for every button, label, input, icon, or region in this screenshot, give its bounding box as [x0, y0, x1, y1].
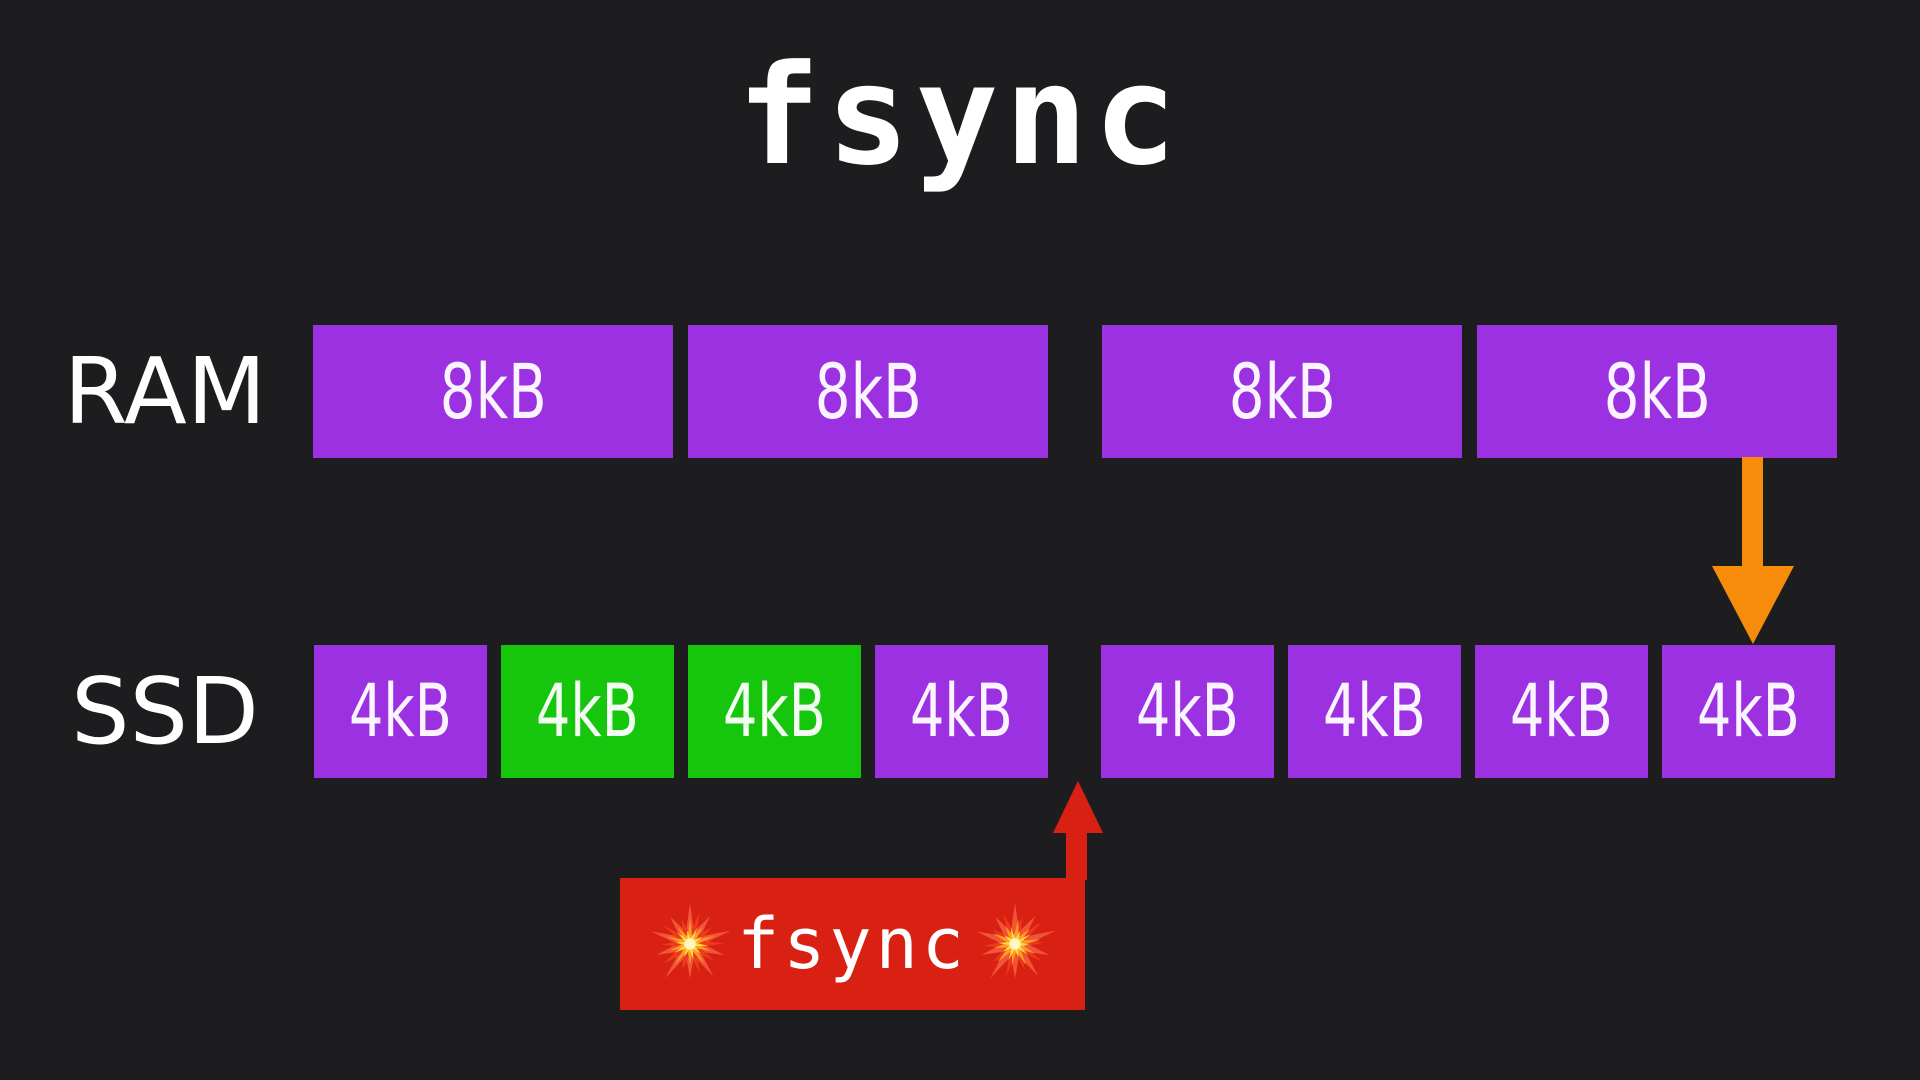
- ram-block-3-label: 8kB: [1228, 347, 1336, 436]
- fsync-callout-label: fsync: [737, 903, 968, 985]
- ssd-blocks: 4kB 4kB 4kB 4kB 4kB 4kB 4kB 4kB: [314, 645, 1835, 778]
- ssd-block-1: 4kB: [314, 645, 487, 778]
- ssd-block-5: 4kB: [1101, 645, 1274, 778]
- explosion-icon: [651, 902, 732, 979]
- ssd-block-1-label: 4kB: [349, 669, 452, 754]
- ssd-block-3-label: 4kB: [723, 669, 826, 754]
- ssd-block-6-label: 4kB: [1323, 669, 1426, 754]
- ram-row: RAM 8kB 8kB 8kB 8kB: [0, 325, 1920, 458]
- ram-block-4: 8kB: [1477, 325, 1837, 458]
- ram-block-4-label: 8kB: [1603, 347, 1711, 436]
- write-back-arrow-shaft: [1742, 457, 1763, 572]
- fsync-arrow-shaft: [1066, 830, 1087, 880]
- ssd-block-2: 4kB: [501, 645, 674, 778]
- page-title: fsync: [737, 34, 1183, 196]
- ssd-block-7-label: 4kB: [1510, 669, 1613, 754]
- ram-block-1: 8kB: [313, 325, 673, 458]
- fsync-callout-box: fsync: [620, 878, 1085, 1010]
- write-back-arrow-head: [1712, 566, 1794, 644]
- explosion-icon: [976, 902, 1056, 979]
- ram-block-2-label: 8kB: [814, 347, 922, 436]
- ssd-row-label: SSD: [71, 658, 259, 765]
- ssd-block-4: 4kB: [875, 645, 1048, 778]
- ram-block-2: 8kB: [688, 325, 1048, 458]
- fsync-arrow-head: [1053, 781, 1103, 833]
- ssd-block-6: 4kB: [1288, 645, 1461, 778]
- ram-block-3: 8kB: [1102, 325, 1462, 458]
- ssd-block-3: 4kB: [688, 645, 861, 778]
- ssd-block-7: 4kB: [1475, 645, 1648, 778]
- ssd-block-8: 4kB: [1662, 645, 1835, 778]
- ram-row-label: RAM: [63, 338, 267, 445]
- ram-block-1-label: 8kB: [439, 347, 547, 436]
- ssd-block-8-label: 4kB: [1697, 669, 1800, 754]
- ssd-row: SSD 4kB 4kB 4kB 4kB 4kB 4kB 4kB: [0, 645, 1920, 778]
- ssd-block-2-label: 4kB: [536, 669, 639, 754]
- ram-blocks: 8kB 8kB 8kB 8kB: [313, 325, 1837, 458]
- ssd-block-4-label: 4kB: [910, 669, 1013, 754]
- ssd-block-5-label: 4kB: [1136, 669, 1239, 754]
